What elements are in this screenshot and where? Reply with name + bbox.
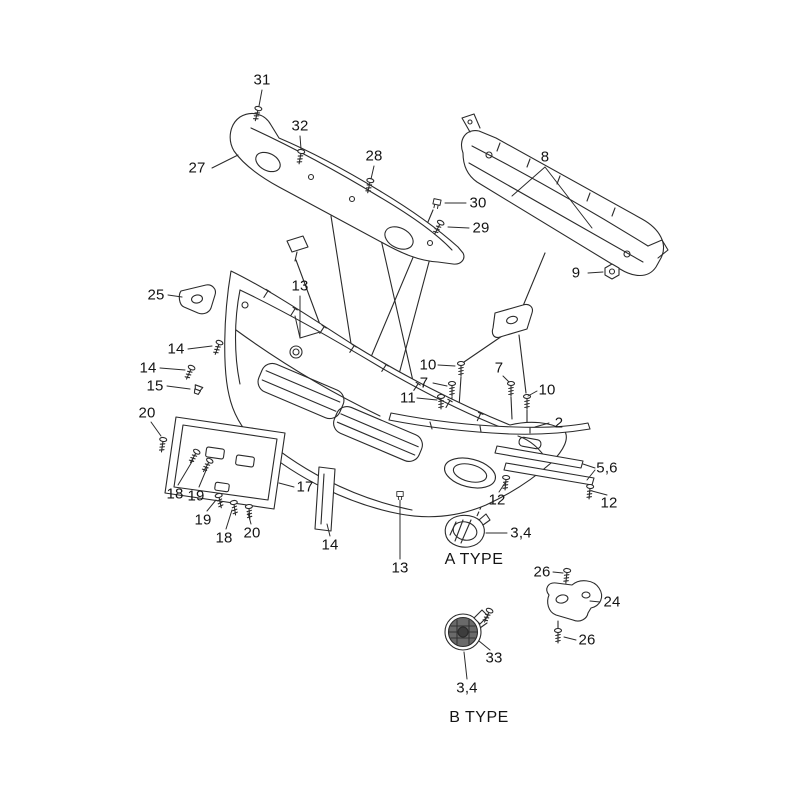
part-callout-8: 8	[540, 148, 550, 166]
part-callout-27: 27	[188, 159, 206, 177]
fasteners	[157, 105, 595, 644]
part-callout-12: 12	[488, 491, 506, 509]
part-callout-12: 12	[600, 494, 618, 512]
type-label-b: B TYPE	[449, 709, 509, 726]
part-callout-18: 18	[215, 529, 233, 547]
part-callout-14: 14	[167, 340, 185, 358]
part-callout-20: 20	[243, 524, 261, 542]
nut-9	[604, 263, 620, 280]
part-callout-2: 2	[554, 414, 564, 432]
part-callout-30: 30	[469, 194, 487, 212]
part-callout-24: 24	[603, 593, 621, 611]
part-callout-13: 13	[391, 559, 409, 577]
side-mouldings	[494, 445, 595, 486]
part-callout-14: 14	[321, 536, 339, 554]
grommet-15	[193, 384, 204, 395]
impact-bar	[461, 113, 669, 277]
bumper-fascia	[224, 270, 567, 518]
part-callout-56: 5,6	[596, 459, 618, 477]
part-callout-19: 19	[194, 511, 212, 529]
part-callout-28: 28	[365, 147, 383, 165]
part-callout-20: 20	[138, 404, 156, 422]
part-callout-10: 10	[419, 356, 437, 374]
a-type-lamp	[444, 513, 491, 548]
part-callout-15: 15	[146, 377, 164, 395]
part-callout-11: 11	[400, 389, 416, 407]
part-callout-7: 7	[419, 374, 429, 392]
b-type-lamp	[444, 609, 489, 651]
part-callout-7: 7	[494, 359, 504, 377]
part-callout-34: 3,4	[456, 679, 478, 697]
part-callout-32: 32	[291, 117, 309, 135]
part-callout-14: 14	[139, 359, 157, 377]
part-callout-18: 18	[166, 485, 184, 503]
part-callout-26: 26	[533, 563, 551, 581]
lower-strip-bracket	[314, 466, 336, 532]
part-callout-26: 26	[578, 631, 596, 649]
part-callout-33: 33	[485, 649, 503, 667]
part-callout-9: 9	[571, 264, 581, 282]
part-callout-19: 19	[187, 487, 205, 505]
part-callout-17: 17	[296, 478, 314, 496]
part-callout-25: 25	[147, 286, 165, 304]
leader-lines	[150, 89, 608, 680]
part-callout-34: 3,4	[510, 524, 532, 542]
part-callout-31: 31	[253, 71, 271, 89]
upper-grille-strip	[229, 113, 465, 265]
rub-strip	[388, 412, 591, 435]
part-callout-10: 10	[538, 381, 556, 399]
bracket-25	[178, 284, 216, 315]
part-callout-29: 29	[472, 219, 490, 237]
clip-bracket-13	[286, 235, 309, 262]
part-callout-13: 13	[291, 277, 309, 295]
type-label-a: A TYPE	[444, 551, 504, 568]
mounting-plate	[491, 303, 533, 338]
license-plate-bracket	[164, 416, 286, 510]
